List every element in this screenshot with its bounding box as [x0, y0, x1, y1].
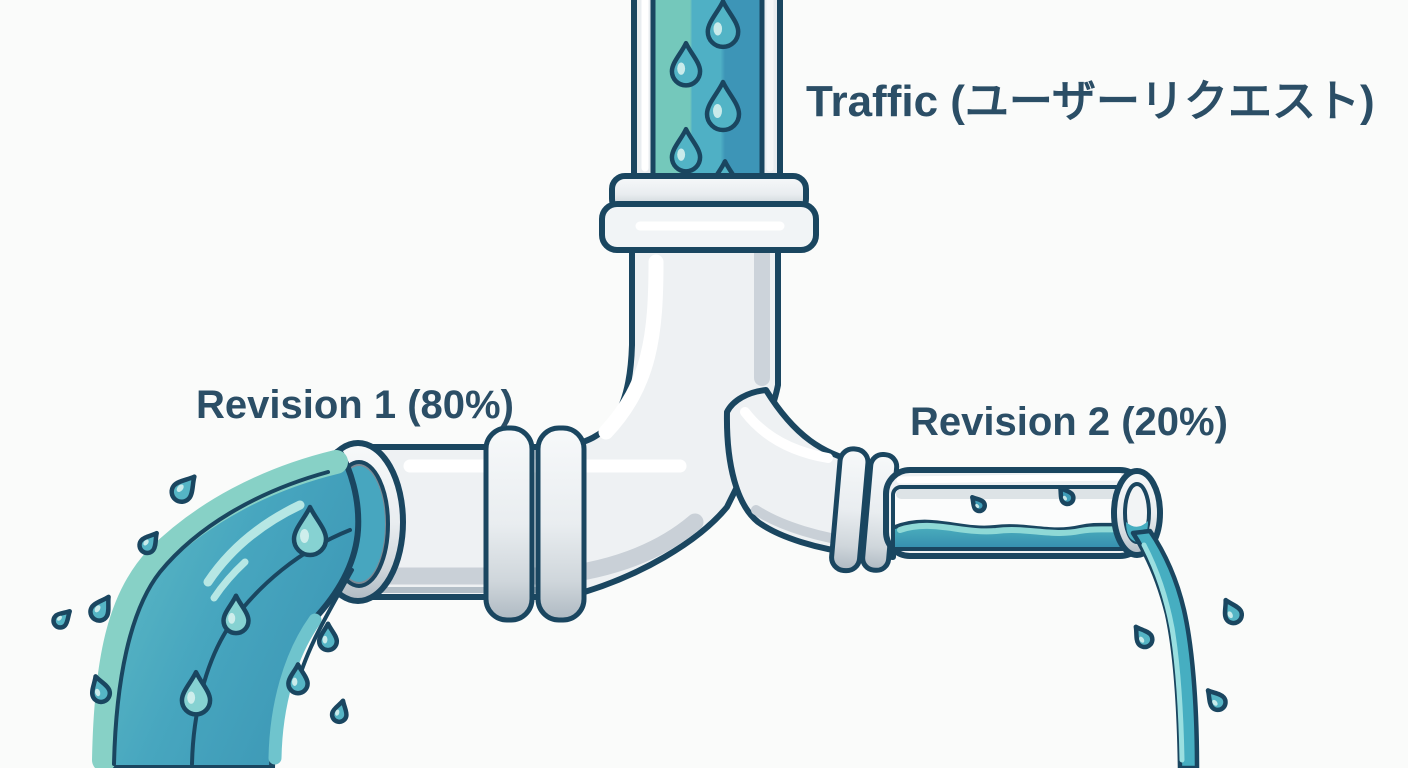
source-pipe — [631, 0, 783, 207]
revision1-water-cascade — [92, 449, 362, 768]
traffic-label: Traffic (ユーザーリクエスト) — [806, 77, 1375, 126]
revision2-water-stream — [1130, 528, 1200, 768]
revision1-label: Revision 1 (80%) — [196, 383, 514, 427]
junction-pipe — [307, 235, 781, 600]
pipe-flange — [599, 173, 819, 253]
left-pipe-coupling — [483, 425, 587, 623]
revision2-pipe — [883, 467, 1147, 559]
revision2-label: Revision 2 (20%) — [910, 400, 1228, 444]
